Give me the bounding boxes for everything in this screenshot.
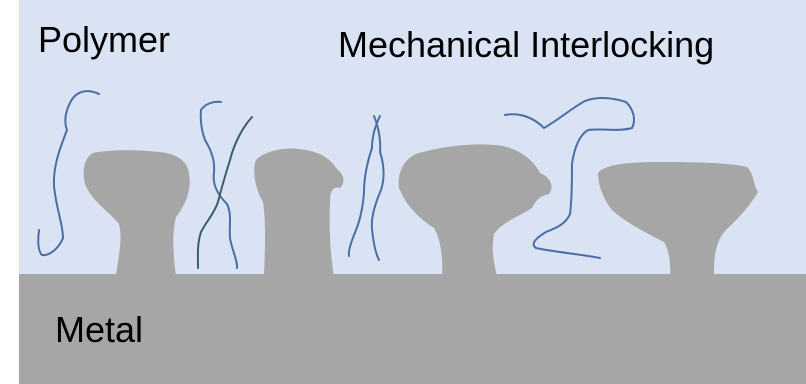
mechanism-label: Mechanical Interlocking xyxy=(338,27,714,63)
metal-label: Metal xyxy=(55,312,143,348)
polymer-label: Polymer xyxy=(38,22,170,58)
